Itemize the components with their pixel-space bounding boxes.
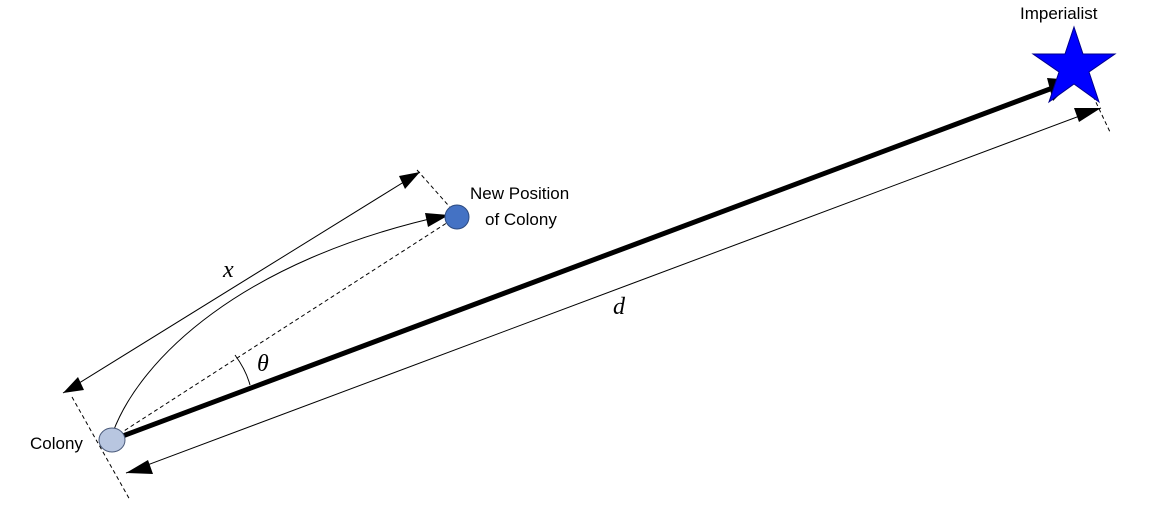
colony-to-new-position-dashed [112, 216, 457, 439]
x-dimension-line [62, 171, 421, 394]
colony-extension-dashed [71, 396, 131, 501]
x-arrow-left [63, 377, 84, 393]
colony-to-imperialist-line [111, 83, 1059, 443]
theta-label: θ [257, 351, 269, 377]
d-arrow-right [1074, 108, 1101, 122]
colony-label: Colony [30, 434, 83, 453]
imperialist-label: Imperialist [1020, 4, 1098, 23]
d-dimension-line [125, 107, 1102, 474]
new-position-label-line1: New Position [470, 184, 569, 203]
imperialist-star-icon [1031, 25, 1117, 104]
new-position-label-line2: of Colony [485, 210, 557, 229]
x-label: x [222, 257, 234, 283]
movement-curve-arrowhead [425, 213, 449, 227]
d-label: d [613, 294, 626, 320]
d-arrow-left [126, 460, 153, 474]
movement-curve [112, 214, 448, 433]
imperialist-extension-dashed [1092, 95, 1111, 133]
new-colony-circle [444, 204, 470, 230]
colony-circle [98, 427, 126, 453]
theta-arc [234, 354, 251, 386]
x-arrow-right [399, 172, 420, 189]
new-position-extension-dashed [416, 169, 457, 215]
